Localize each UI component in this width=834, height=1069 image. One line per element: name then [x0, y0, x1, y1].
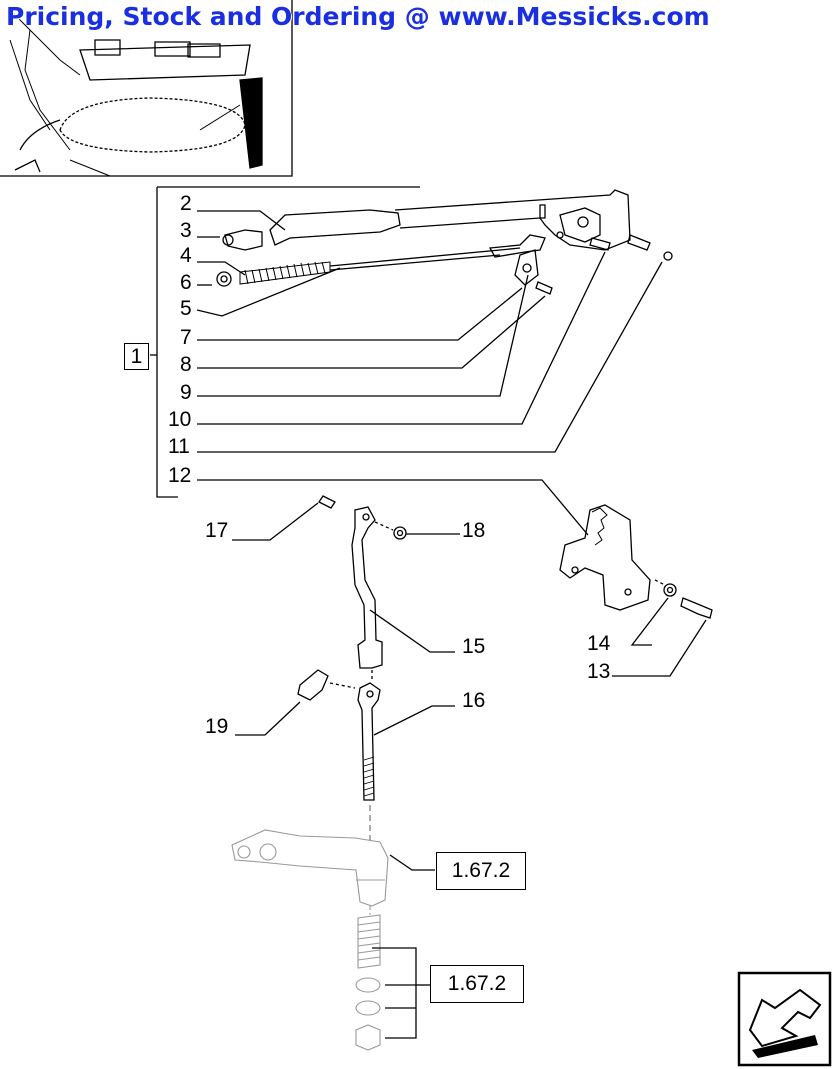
callout-15: 15 — [462, 635, 486, 658]
back-arrow-icon[interactable] — [737, 971, 832, 1067]
callout-6: 6 — [180, 271, 192, 294]
callout-10: 10 — [168, 408, 192, 431]
callout-16: 16 — [462, 689, 486, 712]
callout-18: 18 — [462, 519, 486, 542]
callout-14: 14 — [587, 632, 611, 655]
callout-17: 17 — [205, 519, 229, 542]
callout-11: 11 — [168, 435, 190, 458]
callout-19: 19 — [205, 715, 229, 738]
callout-7: 7 — [180, 326, 192, 349]
reference-box-top[interactable]: 1.67.2 — [436, 852, 526, 890]
pricing-banner[interactable]: Pricing, Stock and Ordering @ www.Messic… — [6, 2, 710, 31]
reference-box-bottom[interactable]: 1.67.2 — [430, 965, 524, 1003]
callout-9: 9 — [180, 381, 192, 404]
group-number-box: 1 — [124, 343, 149, 370]
tractor-cab-inset — [0, 0, 293, 177]
callout-12: 12 — [168, 464, 192, 487]
callout-3: 3 — [180, 219, 192, 242]
callout-4: 4 — [180, 244, 192, 267]
callout-8: 8 — [180, 353, 192, 376]
callout-13: 13 — [587, 660, 611, 683]
callout-2: 2 — [180, 192, 192, 215]
callout-5: 5 — [180, 297, 192, 320]
